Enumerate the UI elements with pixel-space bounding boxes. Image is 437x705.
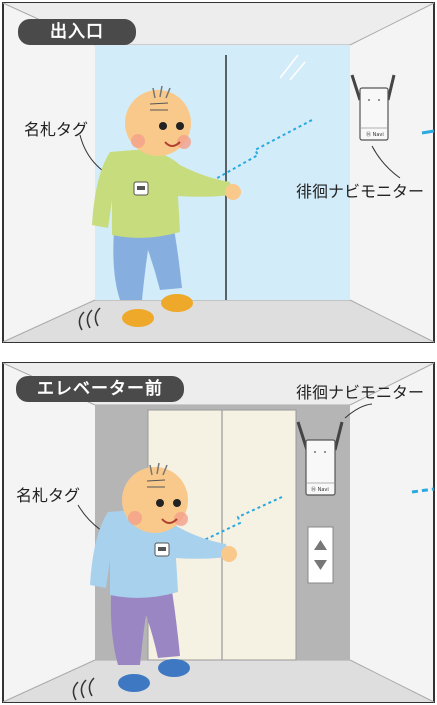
monitor-label: 徘徊ナビモニター — [296, 182, 425, 201]
name-tag-label: 名札タグ — [24, 120, 89, 139]
floor — [3, 300, 434, 342]
location-badge: エレベーター前 — [16, 376, 184, 402]
monitor-label: 徘徊ナビモニター — [296, 383, 425, 402]
entrance-illustration: Ⓝ Navi — [2, 2, 435, 343]
name-tag-icon — [133, 181, 149, 196]
svg-text:Ⓝ Navi: Ⓝ Navi — [366, 131, 384, 138]
location-badge: 出入口 — [18, 19, 136, 45]
floor — [3, 660, 434, 702]
elevator-illustration: Ⓝ Navi — [2, 362, 435, 703]
monitor-device-icon: Ⓝ Navi — [350, 74, 396, 141]
name-tag-icon — [154, 542, 170, 557]
svg-text:Ⓝ Navi: Ⓝ Navi — [311, 486, 329, 493]
scene-entrance: Ⓝ Navi — [0, 0, 437, 345]
person-figure — [90, 462, 237, 692]
scene-elevator: Ⓝ Navi エレベーター前 名札タグ 徘徊 — [0, 360, 437, 705]
person-figure — [92, 85, 241, 327]
elevator-arrows-icon — [307, 526, 334, 584]
signal-wave-icon — [199, 496, 283, 543]
signal-wave-icon — [211, 119, 313, 182]
name-tag-label: 名札タグ — [16, 486, 81, 505]
monitor-device-icon: Ⓝ Navi — [296, 421, 344, 496]
